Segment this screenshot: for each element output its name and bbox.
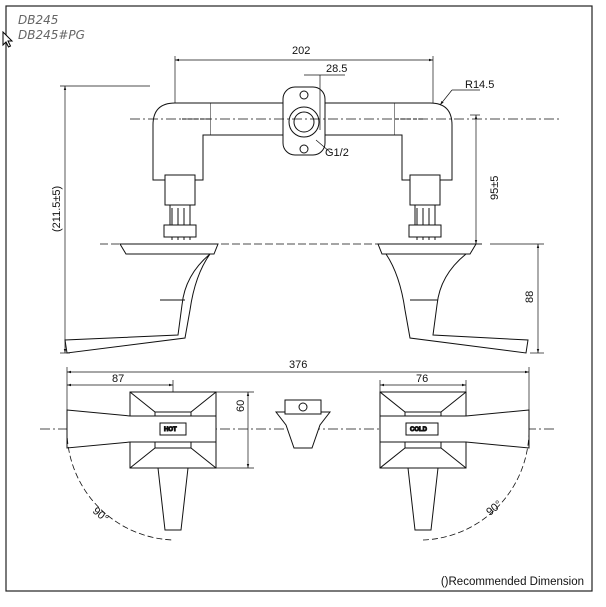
- dim-76: 76: [416, 373, 428, 385]
- drawing-frame: [5, 5, 593, 592]
- dim-95: 95±5: [489, 176, 501, 200]
- dim-376: 376: [289, 359, 307, 371]
- dim-88: 88: [524, 291, 536, 303]
- mouse-pointer-icon: [2, 31, 14, 48]
- hot-badge: [159, 422, 187, 436]
- footnote: ()Recommended Dimension: [440, 576, 584, 588]
- left-escutcheon: [119, 243, 219, 255]
- left-rotation-arc: [66, 428, 174, 541]
- plan-view: HOT COLD: [40, 391, 555, 541]
- dim-211-5: (211.5±5): [51, 186, 63, 232]
- right-rotation-arc: [422, 428, 530, 541]
- flange-outlet: [288, 106, 320, 138]
- dim-g1-2: G1/2: [325, 147, 349, 159]
- model-number-primary: DB245: [18, 13, 59, 27]
- right-handle: [385, 253, 529, 354]
- right-escutcheon: [377, 243, 477, 255]
- elevation-view: [64, 86, 529, 354]
- angle-right: 90°: [484, 498, 504, 518]
- dim-28-5: 28.5: [326, 63, 347, 75]
- dim-60: 60: [235, 400, 247, 412]
- dim-202: 202: [292, 45, 310, 57]
- right-elbow: [395, 102, 453, 181]
- left-lever: [66, 409, 217, 449]
- dim-r14-5: R14.5: [465, 79, 494, 91]
- left-handle: [64, 253, 212, 354]
- cold-badge: [405, 422, 439, 436]
- angle-left: 90°: [90, 505, 110, 525]
- right-lever: [379, 409, 530, 449]
- model-number-secondary: DB245#PG: [18, 28, 85, 42]
- cold-label: COLD: [410, 427, 428, 433]
- hot-label: HOT: [164, 427, 177, 433]
- center-connector: [274, 411, 332, 449]
- dim-87: 87: [112, 373, 124, 385]
- left-elbow: [152, 102, 210, 181]
